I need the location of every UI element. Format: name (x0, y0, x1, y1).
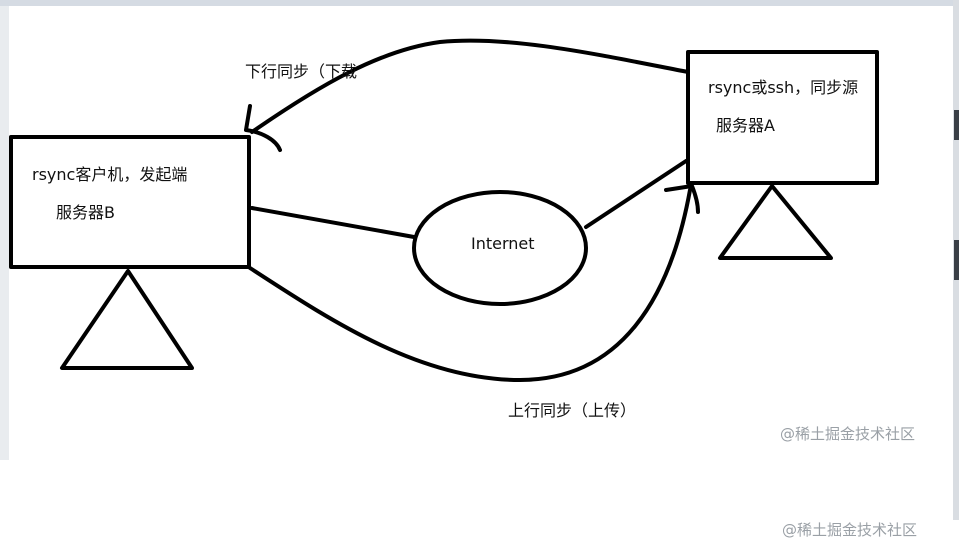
internet-label: Internet (471, 234, 535, 253)
server-label-line2: 服务器A (716, 116, 775, 135)
internet-cloud (412, 190, 588, 306)
canvas-top-border (0, 0, 959, 6)
client-box (9, 135, 251, 269)
window-right-edge-mark (954, 110, 959, 140)
upload-curve (248, 188, 692, 382)
link-client-internet (250, 206, 416, 239)
download-label: 下行同步（下载 (245, 62, 358, 81)
client-label-line2: 服务器B (56, 203, 115, 222)
upload-label: 上行同步（上传） (508, 401, 637, 420)
server-box (686, 50, 879, 185)
download-curve (250, 38, 690, 134)
watermark-inner: @稀土掘金技术社区 (780, 425, 916, 443)
upload-arrowhead (664, 184, 700, 214)
diagram-canvas (0, 0, 959, 460)
link-internet-server (584, 159, 688, 229)
server-label-line1: rsync或ssh，同步源 (708, 78, 859, 97)
window-right-edge-mark (954, 240, 959, 280)
watermark-outer: @稀土掘金技术社区 (782, 521, 918, 539)
client-stand (60, 269, 194, 370)
canvas-left-border (0, 6, 9, 460)
server-stand (718, 184, 833, 260)
download-arrowhead (244, 104, 282, 152)
client-label-line1: rsync客户机，发起端 (32, 165, 188, 184)
